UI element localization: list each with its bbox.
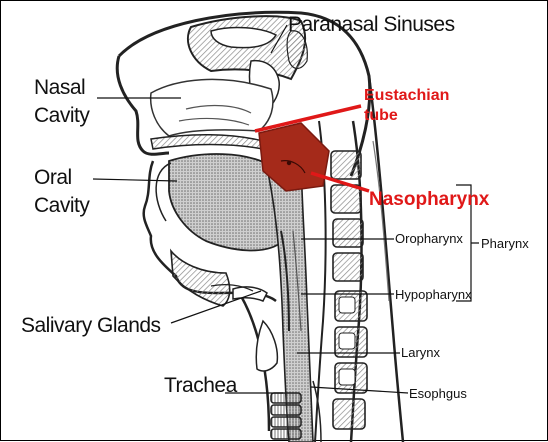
- label-larynx: Larynx: [401, 345, 440, 360]
- hard-palate: [151, 135, 263, 149]
- label-salivary-glands: Salivary Glands: [21, 314, 161, 338]
- label-eustachian: Eustachian: [364, 87, 449, 105]
- mandible: [171, 251, 230, 306]
- nasal-cavity-region: [151, 79, 273, 136]
- label-trachea: Trachea: [164, 374, 237, 398]
- label-tube: tube: [364, 107, 398, 125]
- label-nasal: Nasal: [34, 76, 85, 100]
- label-nasal-cavity: Cavity: [34, 104, 89, 128]
- larynx-cartilage: [256, 321, 277, 371]
- label-oropharynx: Oropharynx: [395, 231, 463, 246]
- label-oral: Oral: [34, 166, 72, 190]
- label-paranasal-sinuses: Paranasal Sinuses: [288, 13, 455, 37]
- vertebrae-inner: [339, 297, 355, 385]
- label-nasopharynx: Nasopharynx: [369, 189, 489, 211]
- label-oral-cavity: Cavity: [34, 194, 89, 218]
- label-pharynx: Pharynx: [481, 236, 529, 251]
- label-hypopharynx: Hypopharynx: [395, 287, 472, 302]
- label-esophagus: Esophgus: [409, 386, 467, 401]
